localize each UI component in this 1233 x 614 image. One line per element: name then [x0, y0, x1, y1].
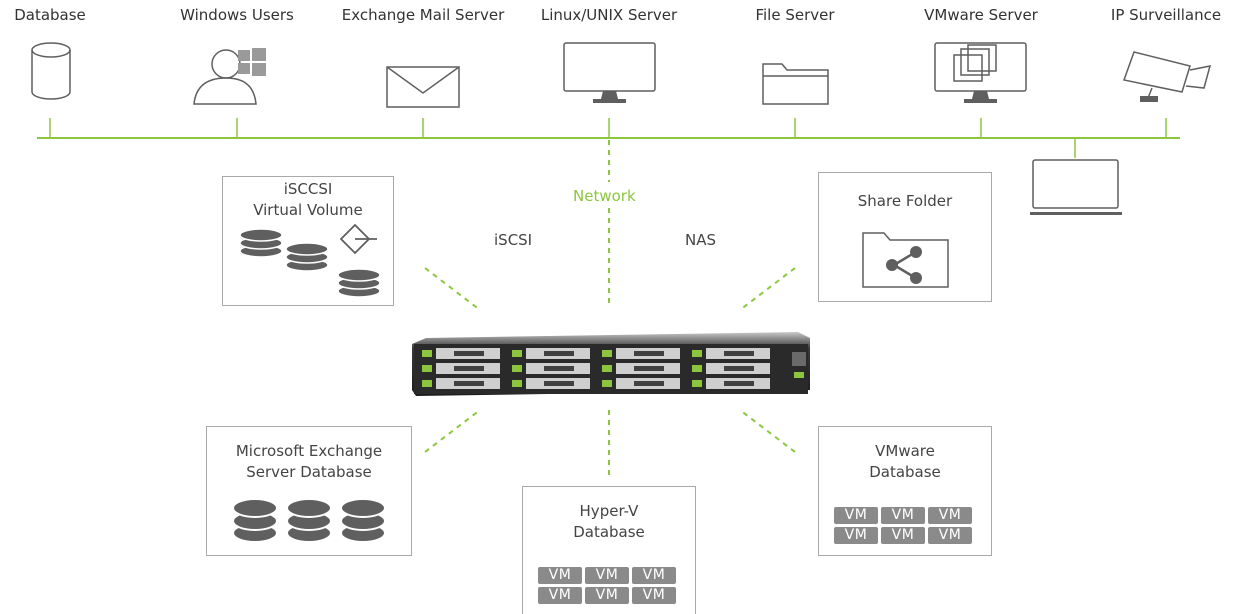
mail-envelope-icon	[386, 66, 460, 108]
vm-chip: VM	[538, 587, 582, 604]
vm-chip: VM	[538, 567, 582, 584]
top-node-label-linux-unix-server: Linux/UNIX Server	[540, 6, 678, 24]
top-node-label-database: Database	[14, 6, 86, 24]
vm-chip: VM	[834, 507, 878, 524]
top-node-label-exchange-mail-server: Exchange Mail Server	[341, 6, 505, 24]
protocol-label-nas: NAS	[685, 231, 717, 249]
top-node-label-vmware-server: VMware Server	[924, 6, 1038, 24]
vm-chip: VM	[585, 567, 629, 584]
top-node-label-file-server: File Server	[755, 6, 835, 24]
database-stack-icon	[232, 498, 386, 543]
vm-chip: VM	[632, 587, 676, 604]
vmware-vm-grid: VM VM VM VM VM VM	[834, 507, 972, 544]
rack-nas-server-icon	[412, 332, 810, 396]
database-stack-icon	[239, 223, 381, 298]
vm-chip: VM	[928, 507, 972, 524]
monitor-icon	[563, 42, 656, 103]
folder-icon	[762, 63, 829, 105]
vmware-database-title: VMware Database	[869, 442, 941, 481]
vmware-monitor-icon	[934, 42, 1027, 103]
hyperv-vm-grid: VM VM VM VM VM VM	[538, 567, 676, 604]
vmware-database-box: VMware Database VM VM VM VM VM VM	[818, 426, 992, 556]
top-node-label-windows-users: Windows Users	[180, 6, 294, 24]
windows-user-icon	[193, 48, 266, 105]
hyperv-database-title: Hyper-V Database	[573, 502, 645, 541]
exchange-database-title: Microsoft Exchange Server Database	[235, 442, 383, 481]
laptop-icon	[1030, 159, 1122, 215]
link-iscsi-volume	[424, 267, 481, 311]
vm-chip: VM	[834, 527, 878, 544]
link-exchange-db	[424, 409, 481, 453]
vm-chip: VM	[881, 527, 925, 544]
protocol-label-iscsi: iSCSI	[494, 231, 533, 249]
link-vmware-db	[739, 409, 796, 453]
vm-chip: VM	[881, 507, 925, 524]
shared-folder-icon	[862, 232, 949, 288]
surveillance-camera-icon	[1123, 51, 1212, 102]
network-label: Network	[573, 187, 636, 205]
iscsi-virtual-volume-box: iSCCSI Virtual Volume	[222, 176, 394, 306]
vm-chip: VM	[928, 527, 972, 544]
exchange-database-box: Microsoft Exchange Server Database	[206, 426, 412, 556]
database-cylinder-icon	[31, 42, 71, 100]
share-folder-box: Share Folder	[818, 172, 992, 302]
vm-chip: VM	[585, 587, 629, 604]
link-share-folder	[739, 267, 796, 311]
hyperv-database-box: Hyper-V Database VM VM VM VM VM VM	[522, 486, 696, 614]
top-node-label-ip-surveillance: IP Surveillance	[1110, 6, 1222, 24]
share-folder-title: Share Folder	[857, 192, 953, 210]
vm-chip: VM	[632, 567, 676, 584]
iscsi-virtual-volume-title: iSCCSI Virtual Volume	[253, 180, 363, 219]
